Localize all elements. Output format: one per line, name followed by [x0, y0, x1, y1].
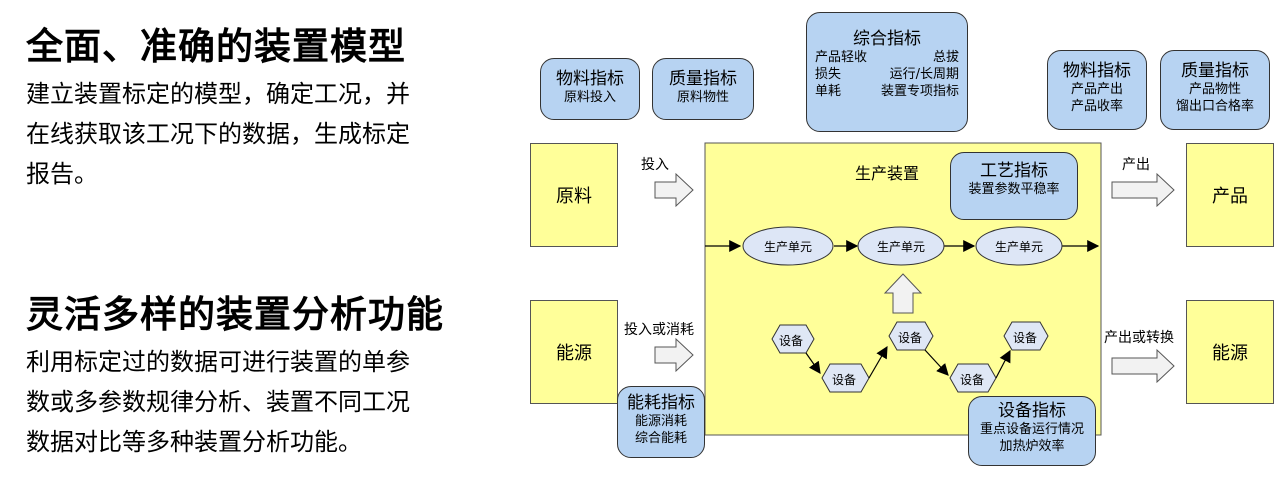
indicator-line: 装置参数平稳率 — [968, 182, 1060, 197]
arrow-consume-icon — [654, 337, 694, 373]
arrow-input-icon — [654, 172, 694, 208]
paragraph-line: 建立装置标定的模型，确定工况，并 — [26, 80, 410, 108]
production-unit-label: 生产单元 — [877, 240, 926, 254]
production-unit-label: 生产单元 — [995, 240, 1044, 254]
paragraph-model: 建立装置标定的模型，确定工况，并 在线获取该工况下的数据，生成标定 报告。 — [26, 74, 506, 194]
indicator-title: 综合指标 — [853, 29, 921, 49]
indicator-line: 综合能耗 — [634, 431, 687, 446]
energy-input-label: 能源 — [556, 343, 592, 364]
paragraph-line: 利用标定过的数据可进行装置的单参 — [26, 348, 410, 376]
production-unit-label: 生产单元 — [764, 240, 813, 254]
energy-output-label: 能源 — [1212, 343, 1248, 364]
arrow-consume-label: 投入或消耗 — [624, 322, 694, 338]
indicator-title: 设备指标 — [998, 401, 1066, 421]
indicator-line: 总拔 — [932, 50, 959, 65]
indicator-line: 原料物性 — [676, 90, 729, 105]
plant-title: 生产装置 — [855, 164, 920, 183]
process-indicator: 工艺指标 装置参数平稳率 — [950, 152, 1078, 220]
raw-material-box: 原料 — [530, 143, 618, 247]
arrow-convert-icon — [1111, 348, 1175, 384]
energy-indicator: 能耗指标 能源消耗 综合能耗 — [617, 386, 705, 458]
quality-output-indicator: 质量指标 产品物性 馏出口合格率 — [1160, 50, 1270, 130]
heading-accurate-model: 全面、准确的装置模型 — [26, 25, 406, 68]
equipment-hexagons — [771, 321, 1049, 393]
paragraph-analysis: 利用标定过的数据可进行装置的单参 数或多参数规律分析、装置不同工况 数据对比等多… — [26, 342, 506, 462]
indicator-line: 产品轻收 — [815, 50, 868, 65]
material-output-indicator: 物料指标 产品产出 产品收率 — [1047, 50, 1147, 130]
arrow-input-label: 投入 — [641, 157, 669, 173]
indicator-line: 重点设备运行情况 — [979, 422, 1084, 437]
energy-input-box: 能源 — [530, 300, 618, 404]
paragraph-line: 数或多参数规律分析、装置不同工况 — [26, 388, 410, 416]
equipment-label: 设备 — [832, 373, 857, 387]
paragraph-line: 报告。 — [26, 160, 98, 188]
indicator-title: 能耗指标 — [627, 393, 695, 413]
material-input-indicator: 物料指标 原料投入 — [540, 58, 640, 120]
indicator-line: 原料投入 — [563, 90, 616, 105]
equipment-label: 设备 — [960, 373, 985, 387]
arrow-output-label: 产出 — [1122, 157, 1150, 173]
indicator-line: 产品物性 — [1188, 82, 1241, 97]
indicator-line: 损失 — [815, 67, 842, 82]
arrow-convert-label: 产出或转换 — [1104, 330, 1174, 346]
indicator-line: 产品产出 — [1070, 82, 1123, 97]
raw-material-label: 原料 — [556, 186, 592, 207]
paragraph-line: 数据对比等多种装置分析功能。 — [26, 428, 362, 456]
equipment-label: 设备 — [1013, 331, 1038, 345]
overall-indicator: 综合指标 产品轻收 总拔 损失 运行/长周期 单耗 装置专项指标 — [806, 12, 968, 132]
indicator-title: 质量指标 — [669, 69, 737, 89]
indicator-line: 能源消耗 — [634, 414, 687, 429]
indicator-line: 装置专项指标 — [880, 84, 959, 99]
indicator-title: 工艺指标 — [980, 161, 1048, 181]
indicator-line: 产品收率 — [1070, 99, 1123, 114]
production-unit-2 — [857, 226, 945, 266]
product-label: 产品 — [1212, 186, 1248, 207]
indicator-line: 运行/长周期 — [889, 67, 959, 82]
equipment-label: 设备 — [779, 334, 804, 348]
energy-output-box: 能源 — [1186, 300, 1274, 404]
equipment-label: 设备 — [898, 331, 923, 345]
indicator-title: 物料指标 — [1063, 61, 1131, 81]
up-arrow-icon — [883, 273, 923, 314]
paragraph-line: 在线获取该工况下的数据，生成标定 — [26, 120, 410, 148]
indicator-line: 馏出口合格率 — [1175, 99, 1254, 114]
indicator-line: 加热炉效率 — [999, 439, 1065, 454]
indicator-line: 单耗 — [815, 84, 842, 99]
quality-input-indicator: 质量指标 原料物性 — [652, 58, 754, 120]
production-unit-3 — [975, 226, 1063, 266]
product-box: 产品 — [1186, 143, 1274, 247]
equipment-indicator: 设备指标 重点设备运行情况 加热炉效率 — [968, 396, 1096, 466]
indicator-title: 质量指标 — [1181, 61, 1249, 81]
indicator-title: 物料指标 — [556, 69, 624, 89]
heading-analysis: 灵活多样的装置分析功能 — [26, 293, 444, 336]
production-unit-1 — [742, 226, 834, 266]
arrow-output-icon — [1111, 172, 1175, 208]
